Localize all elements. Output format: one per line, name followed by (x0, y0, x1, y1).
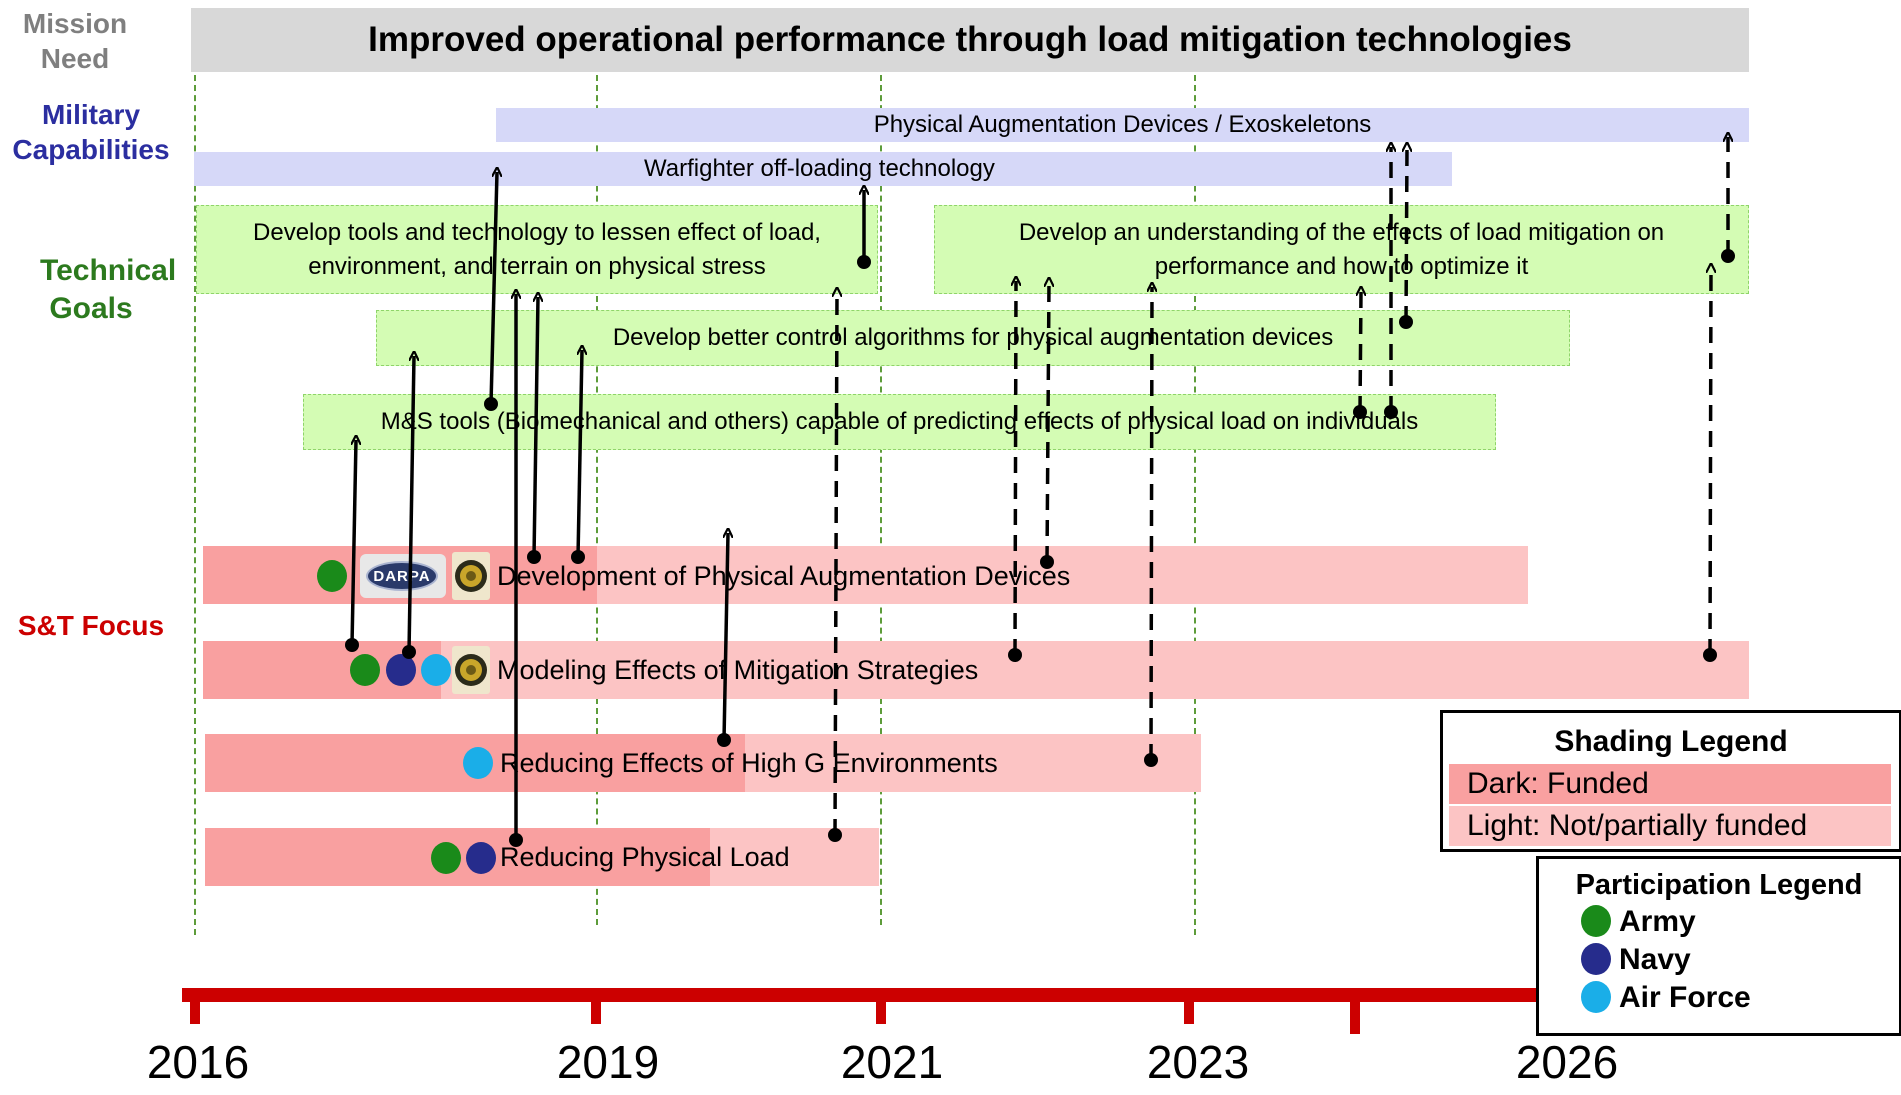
arrow-origin (857, 255, 871, 269)
shading-legend-light: Light: Not/partially funded (1449, 806, 1891, 846)
arrow-origins (345, 249, 1735, 847)
arrow-ms-to-offloading (489, 172, 497, 405)
timeline-tick-2021 (876, 988, 886, 1024)
arrow-augmentation-to-control (576, 350, 582, 558)
arrow-augmentation-to-goal-tools (532, 297, 538, 558)
focus-augmentation-label: Development of Physical Augmentation Dev… (497, 560, 1071, 591)
focus-high-g-label: Reducing Effects of High G Environments (500, 747, 998, 778)
mission-banner: Improved operational performance through… (191, 8, 1749, 72)
legend-army-label: Army (1619, 905, 1696, 938)
row-label-military-capabilities: Military Capabilities (12, 99, 170, 165)
row-label-technical-goals: Technical Goals (40, 254, 177, 325)
year-label-2019: 2019 (556, 1036, 660, 1088)
arrow-control-to-offloading (1406, 147, 1407, 323)
arrow-origin (1008, 648, 1022, 662)
goal-tools: Develop tools and technology to lessen e… (196, 205, 878, 294)
goal-understanding: Develop an understanding of the effects … (934, 205, 1749, 294)
army-dot (431, 842, 461, 874)
arrow-origin (1144, 753, 1158, 767)
air-force-dot (463, 747, 493, 779)
dashed-arrows (835, 137, 1728, 836)
focus-physical-load-label: Reducing Physical Load (500, 841, 790, 872)
goal-ms: M&S tools (Biomechanical and others) cap… (303, 394, 1496, 450)
arrow-origin (828, 828, 842, 842)
arrow-origin (527, 550, 541, 564)
arrow-modeling-to-understanding (1015, 281, 1016, 656)
arrow-modeling-to-control (407, 356, 414, 653)
arrow-high-g-to-understanding (1151, 287, 1152, 761)
arrow-origin (1353, 405, 1367, 419)
year-label-2021: 2021 (840, 1036, 944, 1088)
arrow-origin (1384, 405, 1398, 419)
arrow-origin (1399, 315, 1413, 329)
arrow-origin (1703, 648, 1717, 662)
arrow-origin (1040, 555, 1054, 569)
navy-dot (1581, 943, 1611, 975)
army-dot (1581, 905, 1611, 937)
navy-dot (386, 654, 416, 686)
gridline-2021 (880, 75, 882, 925)
timeline-axis (182, 988, 1562, 1002)
timeline-tick-2025 (1350, 1002, 1360, 1034)
army-seal-icon (452, 646, 490, 694)
arrow-origin (402, 645, 416, 659)
arrow-modeling-to-understanding-late (1710, 268, 1711, 656)
capability-offloading: Warfighter off-loading technology (194, 152, 1452, 186)
arrow-origin (484, 397, 498, 411)
air-force-dot (421, 654, 451, 686)
arrow-origin (509, 833, 523, 847)
legend-air-force-label: Air Force (1619, 981, 1751, 1014)
army-dot (317, 560, 347, 592)
arrow-ms-to-understanding (1360, 291, 1361, 413)
timeline-tick-2016 (190, 988, 200, 1024)
gridline-2023 (1194, 75, 1196, 935)
shading-legend: Shading Legend Dark: Funded Light: Not/p… (1440, 710, 1901, 852)
army-seal-graphic (455, 654, 487, 686)
arrow-high-g-to-augmentation (722, 533, 728, 741)
focus-modeling-label: Modeling Effects of Mitigation Strategie… (497, 654, 979, 685)
arrow-origin (345, 638, 359, 652)
army-dot (350, 654, 380, 686)
arrow-load-to-goal-tools-future (835, 292, 837, 836)
gridline-2019 (596, 75, 598, 925)
army-seal-graphic (455, 560, 487, 592)
legend-navy-label: Navy (1619, 943, 1691, 976)
arrow-origin (571, 550, 585, 564)
darpa-logo-oval: DARPA (366, 561, 438, 591)
timeline-tick-2023 (1184, 988, 1194, 1024)
solid-arrows (350, 172, 864, 840)
capability-exoskeletons: Physical Augmentation Devices / Exoskele… (496, 108, 1749, 142)
goal-control: Develop better control algorithms for ph… (376, 310, 1570, 366)
timeline-tick-2019 (591, 988, 601, 1024)
army-seal-icon (452, 552, 490, 600)
shading-legend-dark: Dark: Funded (1449, 764, 1891, 804)
air-force-dot (1581, 981, 1611, 1013)
row-label-mission-need: Mission Need (22, 8, 128, 74)
participation-legend-title: Participation Legend (1575, 869, 1863, 901)
row-label-st-focus: S&T Focus (17, 610, 165, 641)
navy-dot (466, 842, 496, 874)
participation-legend: Participation Legend Army Navy Air Force (1536, 856, 1901, 1036)
arrow-origin (717, 733, 731, 747)
arrow-augmentation-to-understanding (1047, 282, 1049, 563)
year-label-2016: 2016 (146, 1036, 250, 1088)
shading-legend-title: Shading Legend (1554, 725, 1788, 758)
arrow-origin (1721, 249, 1735, 263)
darpa-logo: DARPA (360, 554, 446, 598)
gridline-2016 (194, 75, 196, 935)
year-label-2026: 2026 (1515, 1036, 1619, 1088)
year-label-2023: 2023 (1146, 1036, 1250, 1088)
arrow-modeling-to-ms (350, 440, 356, 646)
